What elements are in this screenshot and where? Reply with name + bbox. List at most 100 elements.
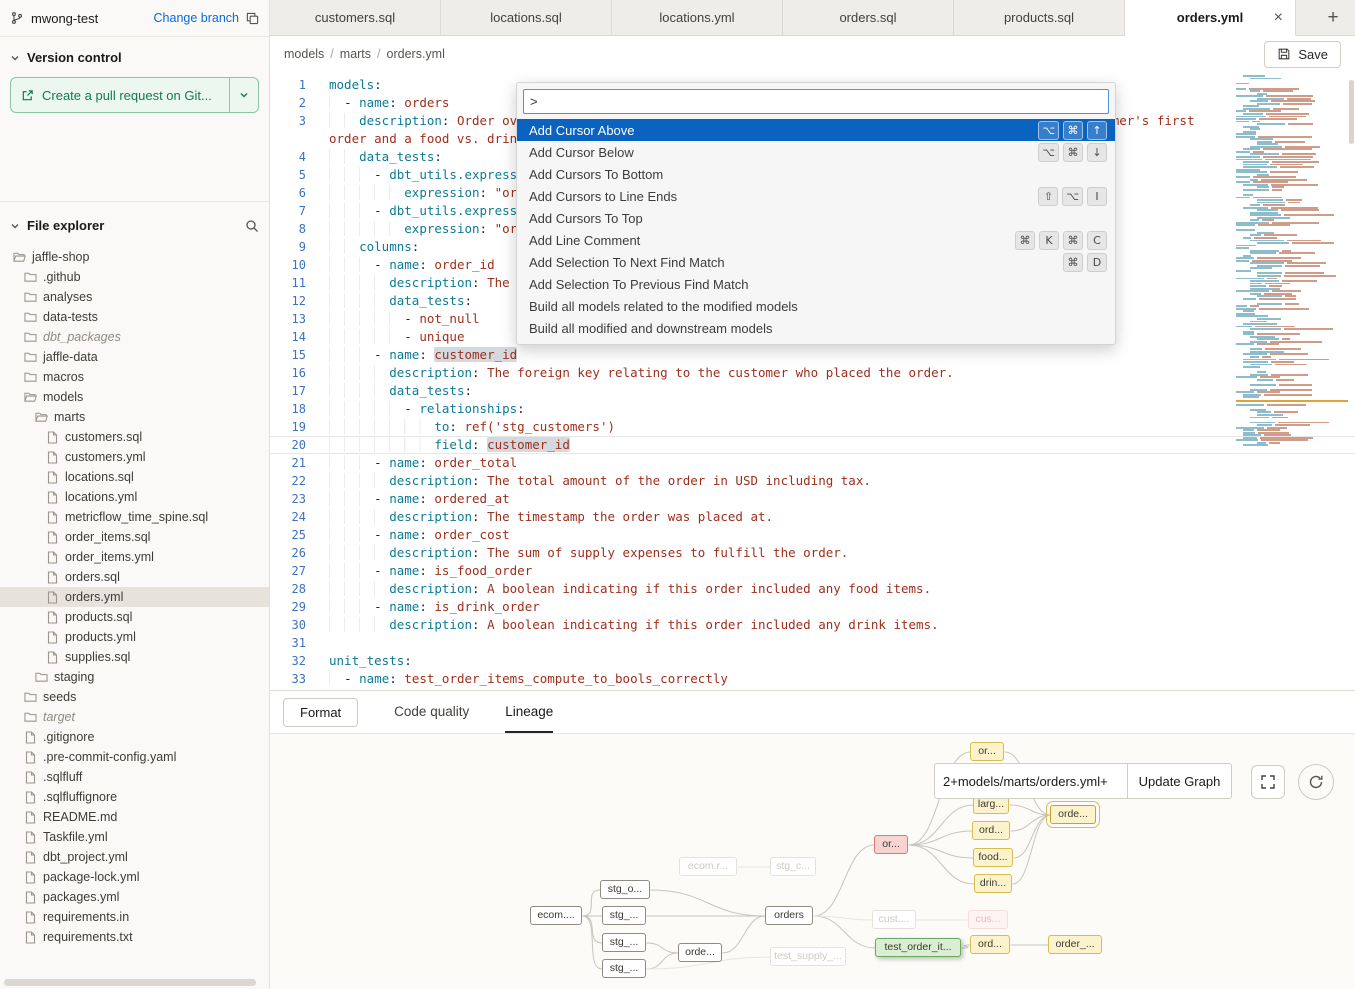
- file-tree-item-orders.yml[interactable]: orders.yml: [0, 587, 269, 607]
- editor-line[interactable]: 29 - name: is_drink_order: [270, 598, 1355, 616]
- editor-line[interactable]: 18 - relationships:: [270, 400, 1355, 418]
- file-tree-item-customers.yml[interactable]: customers.yml: [0, 447, 269, 467]
- editor-line[interactable]: 10 - name: order_id: [270, 256, 1355, 274]
- editor-tab-products.sql[interactable]: products.sql: [954, 0, 1125, 35]
- file-tree-item-staging[interactable]: staging: [0, 667, 269, 687]
- breadcrumb-item[interactable]: models: [284, 47, 325, 61]
- file-tree-item-customers.sql[interactable]: customers.sql: [0, 427, 269, 447]
- file-tree-item-locations.sql[interactable]: locations.sql: [0, 467, 269, 487]
- lineage-node[interactable]: or...: [970, 742, 1004, 761]
- refresh-button[interactable]: [1298, 764, 1334, 800]
- editor-line[interactable]: 23 - name: ordered_at: [270, 490, 1355, 508]
- editor-line[interactable]: 9 columns:: [270, 238, 1355, 256]
- lineage-node[interactable]: orde...: [678, 943, 722, 962]
- file-tree-item-.sqlfluffignore[interactable]: .sqlfluffignore: [0, 787, 269, 807]
- change-branch-link[interactable]: Change branch: [153, 11, 239, 25]
- editor-tab-locations.yml[interactable]: locations.yml: [612, 0, 783, 35]
- file-tree-item-order_items.sql[interactable]: order_items.sql: [0, 527, 269, 547]
- command-item[interactable]: Add Cursors to Line Ends⇧⌥I: [517, 185, 1115, 207]
- lineage-node[interactable]: ord...: [970, 935, 1010, 954]
- command-item[interactable]: Add Selection To Next Find Match⌘D: [517, 251, 1115, 273]
- lineage-node[interactable]: or...: [874, 835, 908, 854]
- file-tree-item-jaffle-shop[interactable]: jaffle-shop: [0, 247, 269, 267]
- command-item[interactable]: Add Cursor Above⌥⌘↑: [517, 119, 1115, 141]
- save-button[interactable]: Save: [1264, 40, 1341, 68]
- new-tab-button[interactable]: +: [1327, 6, 1339, 28]
- lineage-node[interactable]: test_supply_...: [770, 947, 846, 966]
- file-tree-item-README.md[interactable]: README.md: [0, 807, 269, 827]
- lineage-node[interactable]: test_order_it...: [875, 938, 961, 957]
- editor-line[interactable]: 4 data_tests:: [270, 148, 1355, 166]
- editor-tab-orders.yml[interactable]: orders.yml×: [1125, 0, 1296, 36]
- editor-line[interactable]: 20 field: customer_id: [270, 436, 1355, 454]
- editor-line[interactable]: 2 - name: orders: [270, 94, 1355, 112]
- lineage-node[interactable]: ecom....: [530, 906, 582, 925]
- command-input[interactable]: [523, 89, 1109, 114]
- format-button[interactable]: Format: [283, 697, 359, 727]
- editor-line[interactable]: 16 description: The foreign key relating…: [270, 364, 1355, 382]
- file-tree-item-orders.sql[interactable]: orders.sql: [0, 567, 269, 587]
- editor-line[interactable]: 27 - name: is_food_order: [270, 562, 1355, 580]
- editor-line[interactable]: 25 - name: order_cost: [270, 526, 1355, 544]
- fullscreen-button[interactable]: [1251, 765, 1285, 799]
- sidebar-horizontal-scrollbar[interactable]: [4, 979, 256, 986]
- breadcrumb-item[interactable]: orders.yml: [386, 47, 445, 61]
- command-item[interactable]: Add Line Comment⌘K⌘C: [517, 229, 1115, 251]
- file-tree-item-dbt_project.yml[interactable]: dbt_project.yml: [0, 847, 269, 867]
- editor-line[interactable]: 12 data_tests:: [270, 292, 1355, 310]
- lineage-node[interactable]: stg_...: [602, 959, 646, 978]
- editor-line[interactable]: 33 - name: test_order_items_compute_to_b…: [270, 670, 1355, 688]
- file-tree-item-metricflow_time_spine.sql[interactable]: metricflow_time_spine.sql: [0, 507, 269, 527]
- lineage-node[interactable]: ord...: [972, 821, 1010, 840]
- file-tree-item-requirements.in[interactable]: requirements.in: [0, 907, 269, 927]
- editor-tab-locations.sql[interactable]: locations.sql: [441, 0, 612, 35]
- editor-line[interactable]: 30 description: A boolean indicating if …: [270, 616, 1355, 634]
- file-tree-item-target[interactable]: target: [0, 707, 269, 727]
- lineage-node[interactable]: cus...: [968, 910, 1008, 929]
- editor-line[interactable]: 26 description: The sum of supply expens…: [270, 544, 1355, 562]
- file-tree-item-dbt_packages[interactable]: dbt_packages: [0, 327, 269, 347]
- lineage-node[interactable]: cust....: [872, 910, 916, 929]
- editor-line[interactable]: 21 - name: order_total: [270, 454, 1355, 472]
- editor-line[interactable]: 15 - name: customer_id: [270, 346, 1355, 364]
- editor-line[interactable]: 14 - unique: [270, 328, 1355, 346]
- file-tree-item-.github[interactable]: .github: [0, 267, 269, 287]
- editor-line[interactable]: 31: [270, 634, 1355, 652]
- file-tree-item-data-tests[interactable]: data-tests: [0, 307, 269, 327]
- lineage-node[interactable]: orde...: [1046, 801, 1100, 828]
- command-item[interactable]: Add Selection To Previous Find Match: [517, 273, 1115, 295]
- command-item[interactable]: Build all modified and downstream models: [517, 317, 1115, 339]
- lineage-node[interactable]: stg_...: [602, 933, 646, 952]
- update-graph-button[interactable]: Update Graph: [1127, 763, 1232, 799]
- tab-lineage[interactable]: Lineage: [505, 691, 554, 733]
- breadcrumb-item[interactable]: marts: [339, 47, 372, 61]
- lineage-node[interactable]: larg...: [973, 795, 1009, 814]
- lineage-node[interactable]: stg_o...: [600, 880, 650, 899]
- pr-dropdown-button[interactable]: [230, 78, 258, 112]
- file-tree-item-requirements.txt[interactable]: requirements.txt: [0, 927, 269, 947]
- command-item[interactable]: Add Cursor Below⌥⌘↓: [517, 141, 1115, 163]
- file-tree-item-seeds[interactable]: seeds: [0, 687, 269, 707]
- editor-line[interactable]: 17 data_tests:: [270, 382, 1355, 400]
- lineage-node[interactable]: order_...: [1048, 935, 1102, 954]
- lineage-node[interactable]: stg_c...: [770, 857, 816, 876]
- file-tree-item-marts[interactable]: marts: [0, 407, 269, 427]
- close-tab-icon[interactable]: ×: [1273, 8, 1283, 26]
- search-icon[interactable]: [245, 219, 259, 233]
- lineage-filter-input[interactable]: [934, 763, 1127, 799]
- editor-line[interactable]: 13 - not_null: [270, 310, 1355, 328]
- editor-line[interactable]: 28 description: A boolean indicating if …: [270, 580, 1355, 598]
- command-item[interactable]: Add Cursors To Bottom: [517, 163, 1115, 185]
- lineage-node[interactable]: ecom.r...: [679, 857, 737, 876]
- editor-tab-orders.sql[interactable]: orders.sql: [783, 0, 954, 35]
- lineage-canvas[interactable]: Update Graph or...orde...larg...ord...fo…: [270, 734, 1355, 989]
- lineage-node[interactable]: drin...: [974, 874, 1012, 893]
- editor-tab-customers.sql[interactable]: customers.sql: [270, 0, 441, 35]
- file-tree-item-.sqlfluff[interactable]: .sqlfluff: [0, 767, 269, 787]
- copy-icon[interactable]: [246, 12, 259, 25]
- file-tree-item-macros[interactable]: macros: [0, 367, 269, 387]
- file-tree-item-products.sql[interactable]: products.sql: [0, 607, 269, 627]
- lineage-node[interactable]: stg_...: [602, 906, 646, 925]
